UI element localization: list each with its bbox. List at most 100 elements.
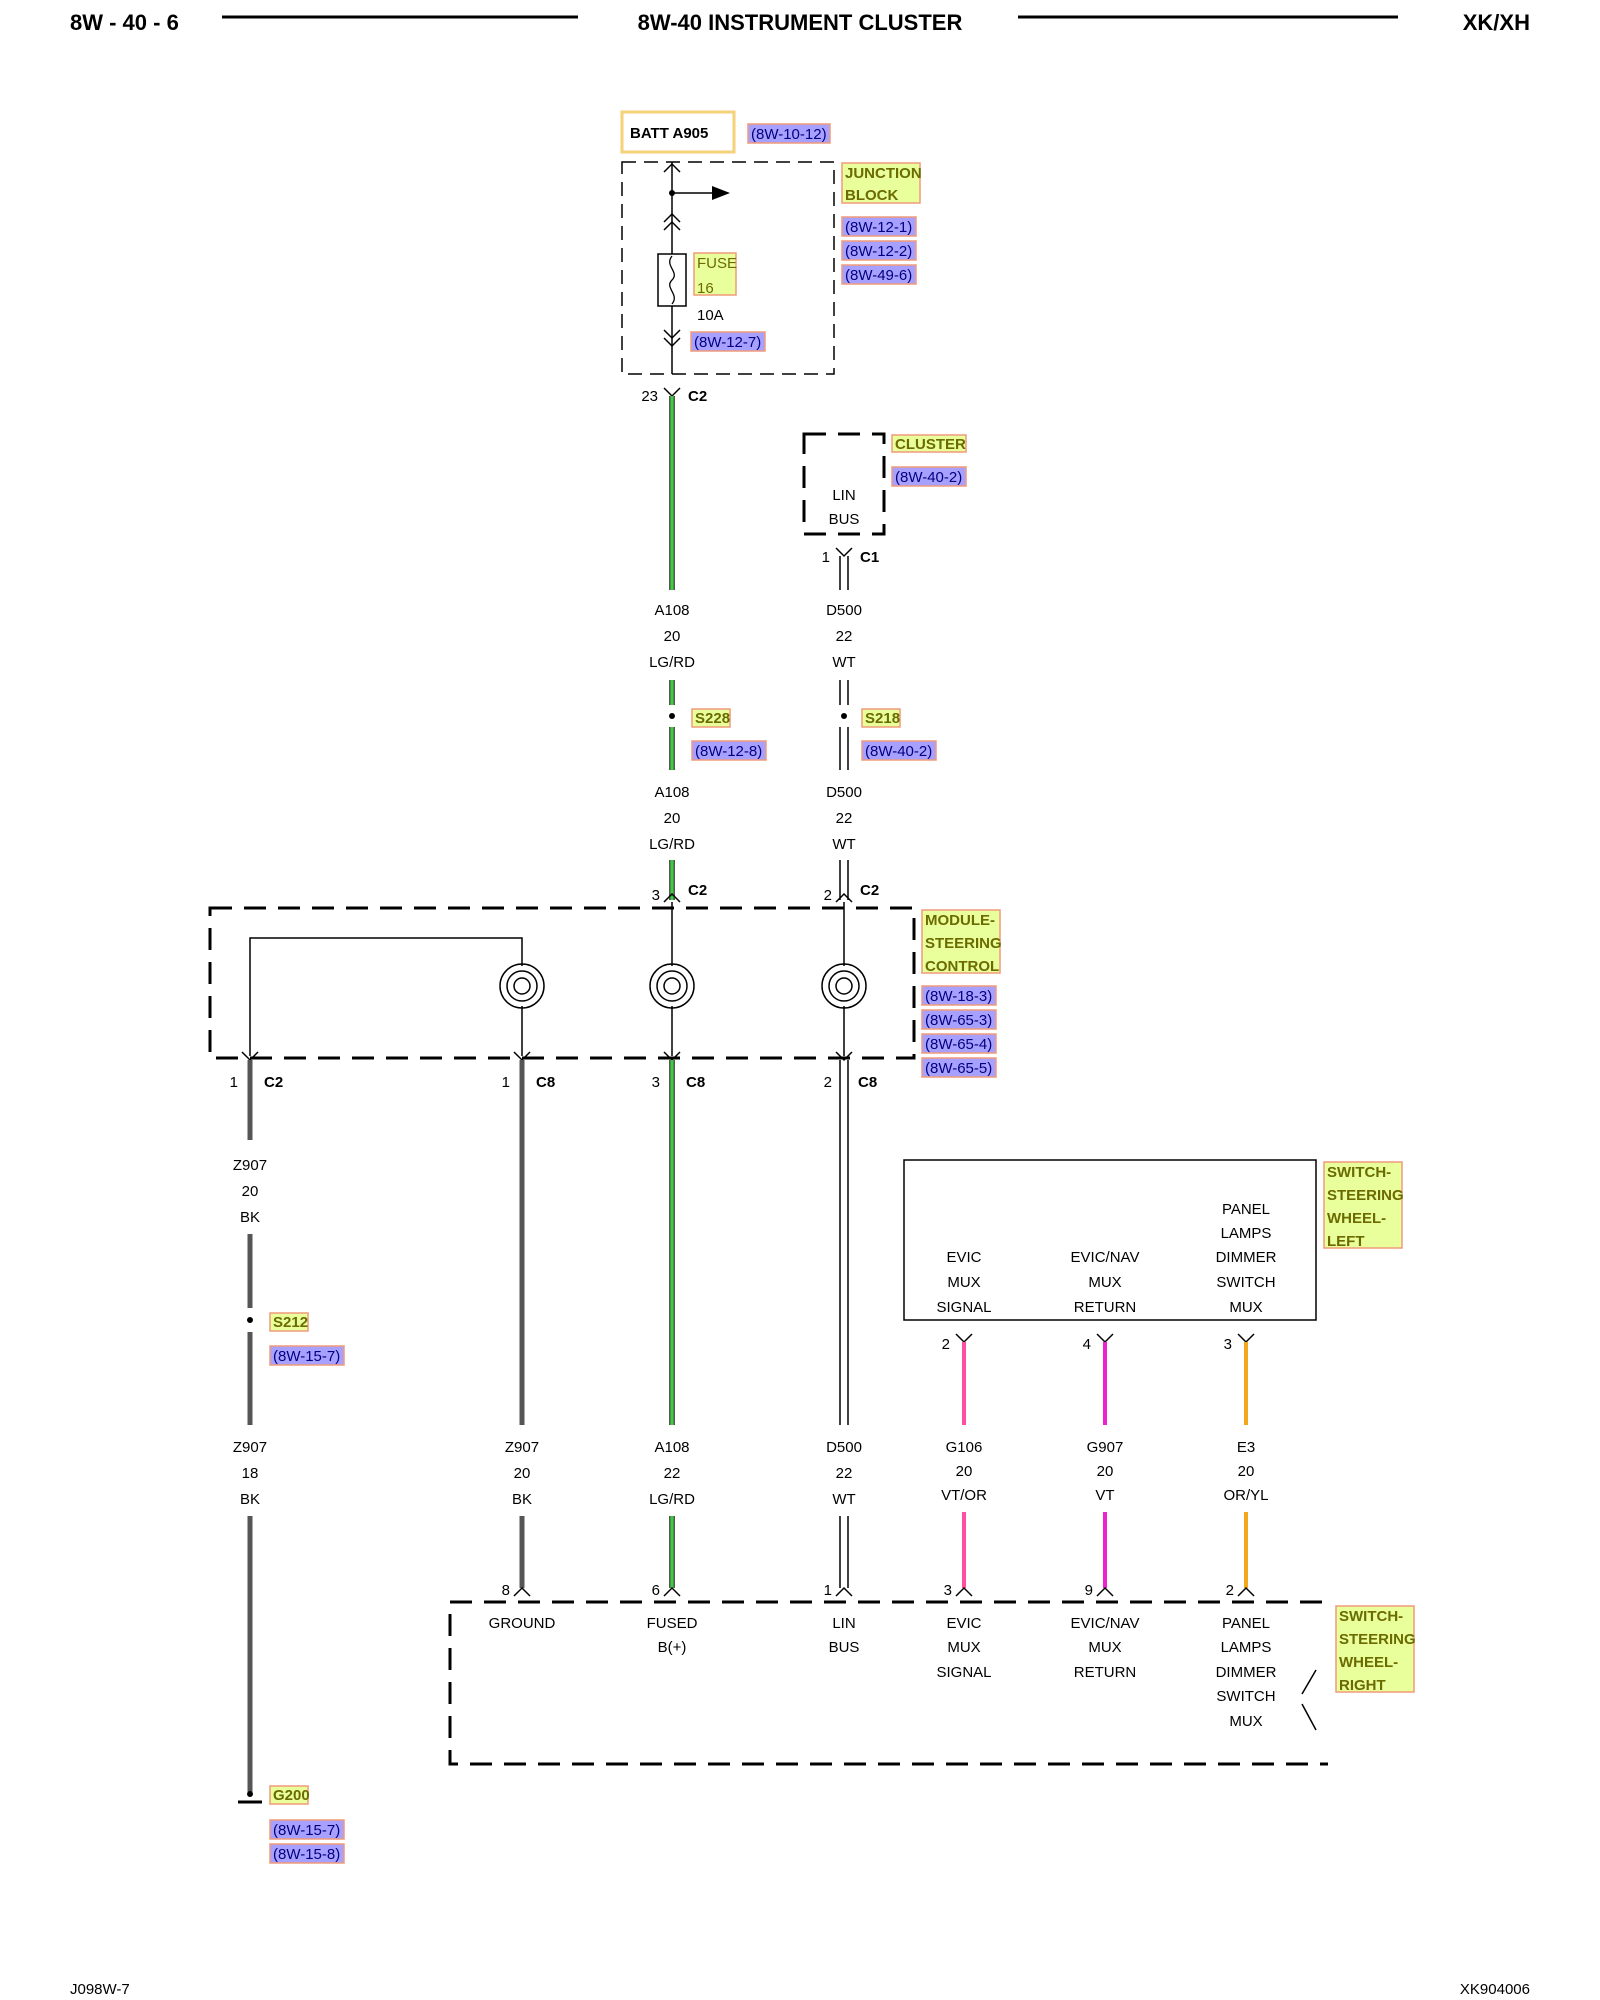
batt-ref[interactable]: (8W-10-12)	[751, 126, 827, 143]
wire-z907-b-gauge: 18	[242, 1465, 259, 1482]
batt-ref-box[interactable]	[747, 123, 831, 144]
cluster-ref-box[interactable]	[891, 466, 967, 487]
wire-d500-top-gauge: 22	[836, 628, 853, 645]
fuse-tag-box[interactable]	[693, 252, 737, 296]
junction-ref-2[interactable]: (8W-12-2)	[845, 243, 912, 260]
splice-s228-ref[interactable]: (8W-12-8)	[695, 743, 762, 760]
module-bottom-pin-2: 1	[502, 1074, 510, 1091]
module-tag-line3[interactable]: CONTROL	[925, 958, 999, 975]
switch-right-pin-6-icon	[663, 1586, 681, 1597]
switch-right-col5-line1: EVIC/NAV	[1071, 1615, 1140, 1632]
splice-s218-tag-box[interactable]	[861, 708, 901, 728]
module-tag-box[interactable]	[921, 909, 1001, 974]
module-tag-line1[interactable]: MODULE-	[925, 912, 995, 929]
module-ref-box-4[interactable]	[921, 1057, 997, 1078]
module-top-conn-2: C2	[860, 882, 879, 899]
switch-left-col3-line5: MUX	[1229, 1299, 1262, 1316]
junction-ref-box-3[interactable]	[841, 264, 917, 285]
wire-g907-color: VT	[1095, 1487, 1114, 1504]
splice-s228-ref-box[interactable]	[691, 740, 767, 761]
module-ref-box-1[interactable]	[921, 985, 997, 1006]
fuse-tag-line1[interactable]: FUSE	[697, 255, 737, 272]
wire-a108-mid-id: A108	[654, 784, 689, 801]
cluster-tag[interactable]: CLUSTER	[895, 436, 966, 453]
switch-right-tag-line2[interactable]: STEERING	[1339, 1631, 1416, 1648]
splice-s218-ref-box[interactable]	[861, 740, 937, 761]
wire-z907-a-color: BK	[240, 1209, 260, 1226]
module-top-conn-1: C2	[688, 882, 707, 899]
fuse-ref-box[interactable]	[690, 331, 766, 352]
module-ref-box-3[interactable]	[921, 1033, 997, 1054]
ground-ref-1[interactable]: (8W-15-7)	[273, 1822, 340, 1839]
wire-e3-color: OR/YL	[1223, 1487, 1268, 1504]
switch-right-pin-label-4: 3	[944, 1582, 952, 1599]
switch-right-col3-line1: LIN	[832, 1615, 855, 1632]
ground-tag[interactable]: G200	[273, 1787, 310, 1804]
junction-top-arrow	[663, 162, 681, 173]
module-ref-2[interactable]: (8W-65-3)	[925, 1012, 992, 1029]
junction-ref-1[interactable]: (8W-12-1)	[845, 219, 912, 236]
splice-s218-tag[interactable]: S218	[865, 710, 900, 727]
ground-ref-box-1[interactable]	[269, 1819, 345, 1840]
module-bottom-pin-1: 1	[230, 1074, 238, 1091]
switch-right-tag-line1[interactable]: SWITCH-	[1339, 1608, 1403, 1625]
ground-ref-box-2[interactable]	[269, 1843, 345, 1864]
wire-z907-a-gauge: 20	[242, 1183, 259, 1200]
wire-g106-color: VT/OR	[941, 1487, 987, 1504]
switch-right-tag-box[interactable]	[1335, 1605, 1415, 1693]
module-ref-3[interactable]: (8W-65-4)	[925, 1036, 992, 1053]
switch-right-break-mark-1	[1301, 1669, 1317, 1695]
module-top-pin-2: 2	[824, 887, 832, 904]
cluster-tag-box[interactable]	[891, 434, 967, 453]
splice-s212-ref[interactable]: (8W-15-7)	[273, 1348, 340, 1365]
wire-z907-c-id: Z907	[505, 1439, 539, 1456]
switch-left-box	[903, 1159, 1317, 1321]
junction-block-tag-box[interactable]	[841, 162, 921, 204]
module-bottom-pin-3: 3	[652, 1074, 660, 1091]
ground-ref-2[interactable]: (8W-15-8)	[273, 1846, 340, 1863]
switch-left-col1-line2: MUX	[947, 1274, 980, 1291]
switch-right-tag-line4[interactable]: RIGHT	[1339, 1677, 1386, 1694]
splice-s228-tag-box[interactable]	[691, 708, 731, 728]
ground-tag-box[interactable]	[269, 1785, 309, 1805]
splice-s212-ref-box[interactable]	[269, 1345, 345, 1366]
switch-left-tag-line2[interactable]: STEERING	[1327, 1187, 1404, 1204]
splice-s218-dot	[841, 713, 847, 719]
junction-ref-3[interactable]: (8W-49-6)	[845, 267, 912, 284]
switch-right-pin-1-icon	[835, 1586, 853, 1597]
switch-left-tag-line4[interactable]: LEFT	[1327, 1233, 1365, 1250]
wire-g907-id: G907	[1087, 1439, 1124, 1456]
fuse-tag-line2[interactable]: 16	[697, 280, 714, 297]
junction-block-tag-line2[interactable]: BLOCK	[845, 187, 898, 204]
module-ref-box-2[interactable]	[921, 1009, 997, 1030]
switch-right-col6-line1: PANEL	[1222, 1615, 1270, 1632]
junction-ref-box-1[interactable]	[841, 216, 917, 237]
module-bottom-conn-1: C2	[264, 1074, 283, 1091]
cluster-ref[interactable]: (8W-40-2)	[895, 469, 962, 486]
switch-right-tag-line3[interactable]: WHEEL-	[1339, 1654, 1398, 1671]
module-ref-4[interactable]: (8W-65-5)	[925, 1060, 992, 1077]
module-bottom-conn-4: C8	[858, 1074, 877, 1091]
junction-chevron-down	[663, 329, 681, 340]
junction-block-tag-line1[interactable]: JUNCTION	[845, 165, 922, 182]
module-tag-line2[interactable]: STEERING	[925, 935, 1002, 952]
wire-e3-gauge: 20	[1238, 1463, 1255, 1480]
module-ref-1[interactable]: (8W-18-3)	[925, 988, 992, 1005]
switch-right-col5-line3: RETURN	[1074, 1664, 1137, 1681]
wire-z907-a-id: Z907	[233, 1157, 267, 1174]
switch-left-tag-line3[interactable]: WHEEL-	[1327, 1210, 1386, 1227]
switch-left-tag-line1[interactable]: SWITCH-	[1327, 1164, 1391, 1181]
switch-left-tag-box[interactable]	[1323, 1161, 1403, 1249]
clockspring-1-icon	[499, 963, 545, 1009]
junction-chevron-up-2	[663, 220, 681, 231]
switch-right-outline	[448, 1600, 1328, 1766]
fuse-ref[interactable]: (8W-12-7)	[694, 334, 761, 351]
splice-s218-ref[interactable]: (8W-40-2)	[865, 743, 932, 760]
splice-s228-tag[interactable]: S228	[695, 710, 730, 727]
splice-s212-tag-box[interactable]	[269, 1312, 309, 1332]
page-number: 8W - 40 - 6	[70, 10, 179, 35]
junction-ref-box-2[interactable]	[841, 240, 917, 261]
splice-s212-tag[interactable]: S212	[273, 1314, 308, 1331]
connector-c8-2-icon	[835, 1051, 853, 1062]
switch-left-col2-line1: EVIC/NAV	[1071, 1249, 1140, 1266]
